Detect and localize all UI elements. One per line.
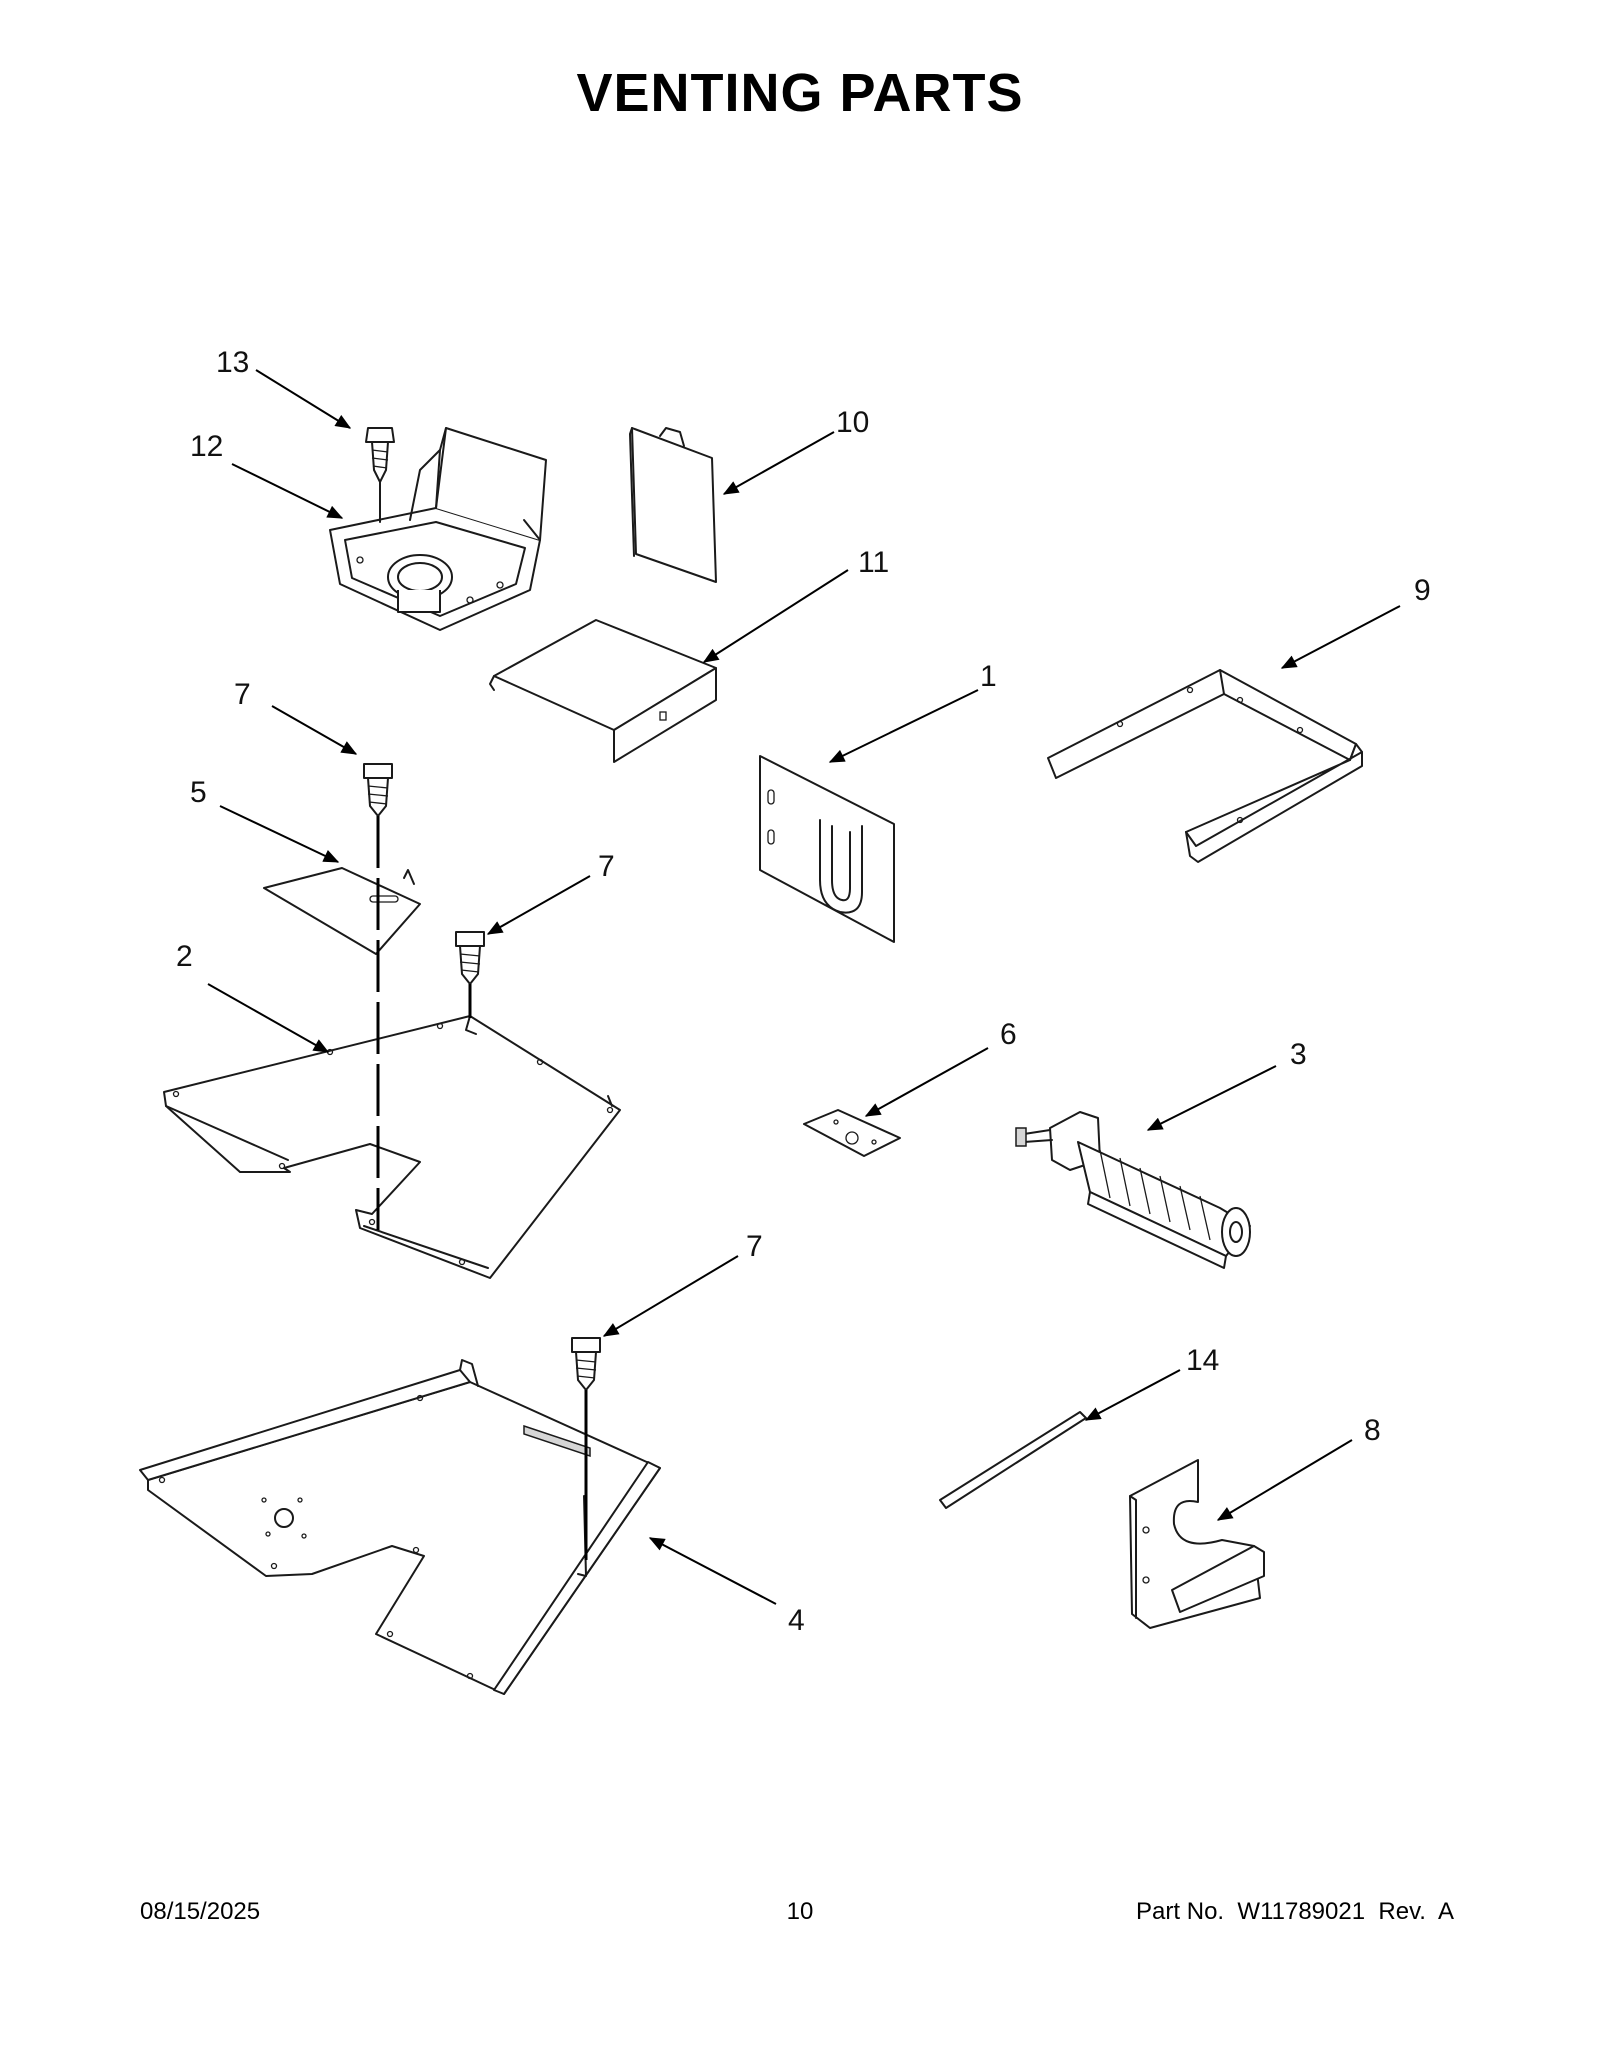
part-11-cover [489,619,717,763]
callout-5: 5 [190,776,207,809]
callout-labels: 13 12 10 11 9 1 7 5 7 2 6 3 7 14 8 4 [176,346,1431,1637]
footer-part-number: Part No. W11789021 Rev. A [1136,1898,1454,1925]
callout-7-bottom: 7 [746,1230,763,1263]
part-7-screw-top [363,763,393,817]
callout-6: 6 [1000,1018,1017,1051]
part-12-vent-housing [329,427,547,631]
callout-2: 2 [176,940,193,973]
callout-4: 4 [788,1604,805,1637]
callout-13: 13 [216,346,249,379]
callout-8: 8 [1364,1414,1381,1447]
part-7-screw-middle [455,931,485,985]
part-10-panel [629,427,717,583]
callout-1: 1 [980,660,997,693]
callout-12: 12 [190,430,223,463]
part-8-bracket [1129,1459,1265,1629]
part-14-rod [939,1411,1087,1509]
part-2-plate [163,1015,621,1279]
part-7-screw-bottom [571,1337,601,1391]
callout-9: 9 [1414,574,1431,607]
part-3-blower [1015,1111,1251,1269]
footer-page-number: 10 [786,1898,814,1925]
callout-10: 10 [836,406,869,439]
callout-3: 3 [1290,1038,1307,1071]
callout-7-top: 7 [234,678,251,711]
alignment-lines [376,481,588,1560]
page-title: VENTING PARTS [576,63,1024,123]
part-1-bracket [759,755,895,943]
part-5-plate [263,867,421,955]
callout-11: 11 [858,546,889,579]
part-6-small-plate [803,1109,901,1157]
callout-7-middle: 7 [598,850,615,883]
part-9-frame [1047,669,1363,863]
part-13-screw [365,427,395,483]
callout-14: 14 [1186,1344,1219,1377]
footer-date: 08/15/2025 [140,1898,261,1925]
callout-arrows [207,369,1401,1605]
part-4-base-plate [139,1359,661,1695]
